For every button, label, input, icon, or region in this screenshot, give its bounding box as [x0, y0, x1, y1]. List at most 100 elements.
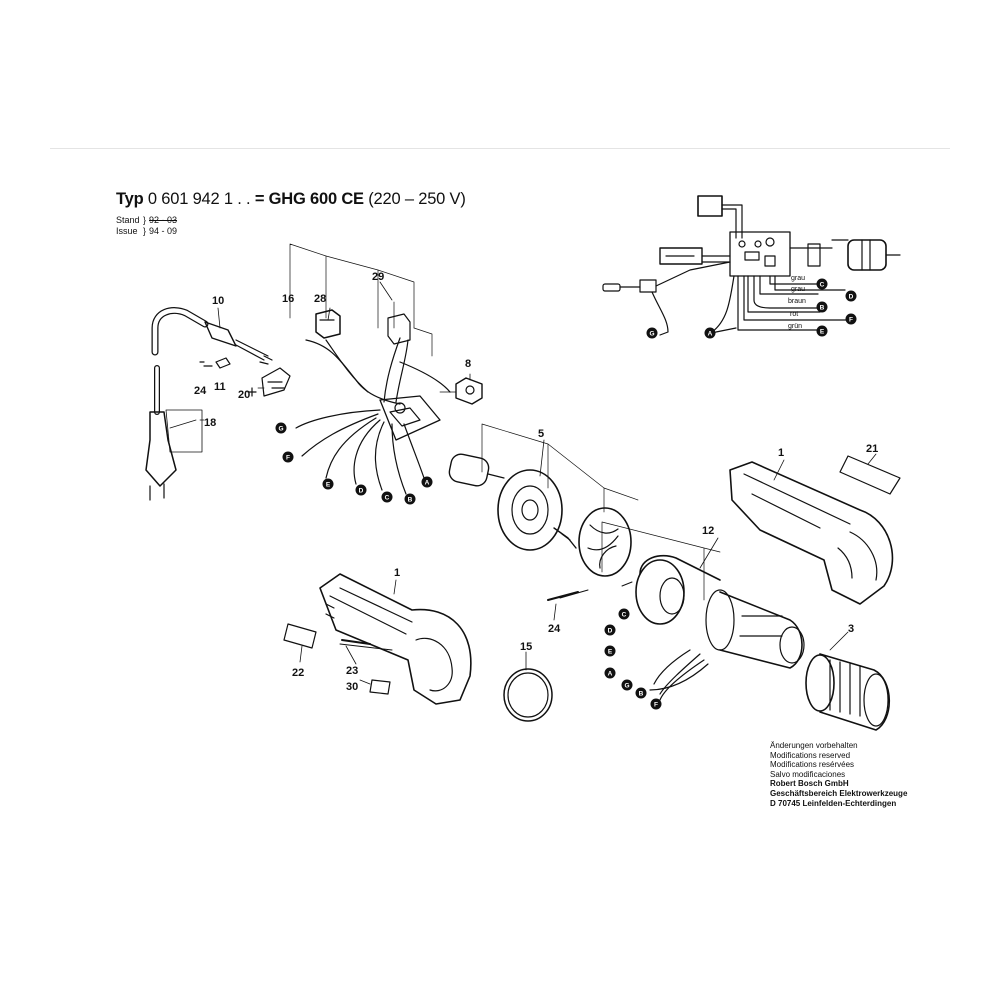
- part-8-terminal: [439, 377, 483, 405]
- part-label-30: 30: [346, 681, 358, 693]
- part-label-20: 20: [238, 389, 250, 401]
- legal-notes: Änderungen vorbehalten Modifications res…: [770, 741, 907, 808]
- svg-text:D: D: [849, 294, 854, 301]
- svg-text:G: G: [624, 683, 629, 690]
- issue-line: Issue}94 - 09: [116, 226, 178, 236]
- connector-sw-g: G: [275, 422, 287, 434]
- part-label-10: 10: [212, 295, 224, 307]
- svg-text:E: E: [608, 649, 613, 656]
- motor-fan-group: [448, 423, 639, 577]
- svg-text:D: D: [359, 488, 364, 495]
- connector-sch-a: A: [704, 327, 716, 339]
- svg-text:E: E: [326, 482, 331, 489]
- connector-el-c: C: [618, 608, 630, 620]
- part-labels: 10 24 11 20 18 16 28 29 8 5 12 1 21 1 3 …: [194, 271, 878, 693]
- part-label-28: 28: [314, 293, 326, 305]
- svg-text:A: A: [608, 671, 613, 678]
- wire-label-gruen: grün: [788, 323, 802, 330]
- svg-text:F: F: [286, 455, 290, 462]
- connector-el-e: E: [604, 645, 616, 657]
- switch-wire-leads: [295, 361, 451, 495]
- svg-text:D: D: [608, 628, 613, 635]
- svg-text:B: B: [408, 497, 413, 504]
- connector-el-b: B: [635, 687, 647, 699]
- note-line-6: Geschäftsbereich Elektrowerkzeuge: [770, 788, 908, 798]
- issue-label: Issue: [116, 226, 138, 236]
- wire-color-labels: grau grau braun rot grün: [788, 275, 806, 330]
- part-label-8: 8: [465, 358, 471, 370]
- connector-el-d: D: [604, 624, 616, 636]
- note-line-3: Modifications resérvées: [770, 760, 855, 770]
- connector-sch-b: B: [816, 301, 828, 313]
- cable-clamp-parts: [199, 357, 291, 397]
- screws: [341, 533, 579, 645]
- connector-el-g: G: [621, 679, 633, 691]
- page-title: Typ 0 601 942 1 . . = GHG 600 CE (220 – …: [116, 190, 466, 209]
- connector-sch-f: F: [845, 313, 857, 325]
- part-label-29: 29: [372, 271, 384, 283]
- connector-sw-c: C: [381, 491, 393, 503]
- switch-assembly: [289, 243, 441, 441]
- leader-lines: [169, 281, 877, 685]
- svg-text:C: C: [385, 495, 390, 502]
- part-label-15: 15: [520, 641, 532, 653]
- note-line-2: Modifications reserved: [770, 750, 851, 760]
- wire-label-grau-1: grau: [791, 275, 805, 282]
- part-label-21: 21: [866, 443, 878, 455]
- connector-markers: C D B F E G A G F E D C B A C D E A G B …: [275, 278, 857, 710]
- connector-sch-c: C: [816, 278, 828, 290]
- svg-text:G: G: [649, 331, 654, 338]
- stand-line: Stand}92 - 03: [116, 215, 178, 225]
- svg-text:F: F: [849, 317, 853, 324]
- connector-sch-g: G: [646, 327, 658, 339]
- note-line-1: Änderungen vorbehalten: [770, 741, 858, 750]
- nozzle: [805, 653, 891, 731]
- connector-sw-b: B: [404, 493, 416, 505]
- connector-sw-a: A: [421, 476, 433, 488]
- part-label-1-left: 1: [394, 567, 400, 579]
- part-label-16: 16: [282, 293, 294, 305]
- svg-text:C: C: [820, 282, 825, 289]
- equals-sign: =: [254, 190, 265, 208]
- typ-label: Typ: [116, 190, 144, 208]
- svg-text:B: B: [639, 691, 644, 698]
- svg-text:B: B: [820, 305, 825, 312]
- part-label-11: 11: [214, 381, 226, 393]
- part-label-22: 22: [292, 667, 304, 679]
- voltage-range: (220 – 250 V): [368, 190, 466, 208]
- heater-element: [559, 521, 805, 701]
- retaining-ring: [503, 668, 553, 722]
- connector-sw-e: E: [322, 478, 334, 490]
- wire-label-rot: rot: [790, 311, 798, 318]
- part-label-24a: 24: [194, 385, 207, 397]
- svg-text:C: C: [622, 612, 627, 619]
- note-line-7: D 70745 Leinfelden-Echterdingen: [770, 798, 897, 808]
- wiring-schematic: [602, 195, 901, 336]
- power-cable-assembly: [145, 307, 273, 501]
- connector-sch-e: E: [816, 325, 828, 337]
- part-label-18: 18: [204, 417, 216, 429]
- wire-label-braun: braun: [788, 298, 806, 305]
- stand-label: Stand: [116, 215, 140, 225]
- part-label-24b: 24: [548, 623, 561, 635]
- svg-text:F: F: [654, 702, 658, 709]
- connector-sw-f: F: [282, 451, 294, 463]
- svg-text:G: G: [278, 426, 283, 433]
- svg-text:A: A: [708, 331, 713, 338]
- wire-label-grau-2: grau: [791, 286, 805, 293]
- connector-sw-d: D: [355, 484, 367, 496]
- model-name: GHG 600 CE: [268, 190, 364, 208]
- note-line-5: Robert Bosch GmbH: [770, 779, 849, 789]
- connector-el-a: A: [604, 667, 616, 679]
- issue-value: 94 - 09: [149, 226, 178, 236]
- connector-el-f: F: [650, 698, 662, 710]
- housing-right: [729, 455, 901, 605]
- part-label-12: 12: [702, 525, 714, 537]
- typ-number: 0 601 942 1 . .: [147, 190, 251, 208]
- note-line-4: Salvo modificaciones: [770, 769, 846, 779]
- part-label-3: 3: [848, 623, 854, 635]
- connector-sch-d: D: [845, 290, 857, 302]
- drawing-sheet: [50, 148, 950, 869]
- svg-text:A: A: [425, 480, 430, 487]
